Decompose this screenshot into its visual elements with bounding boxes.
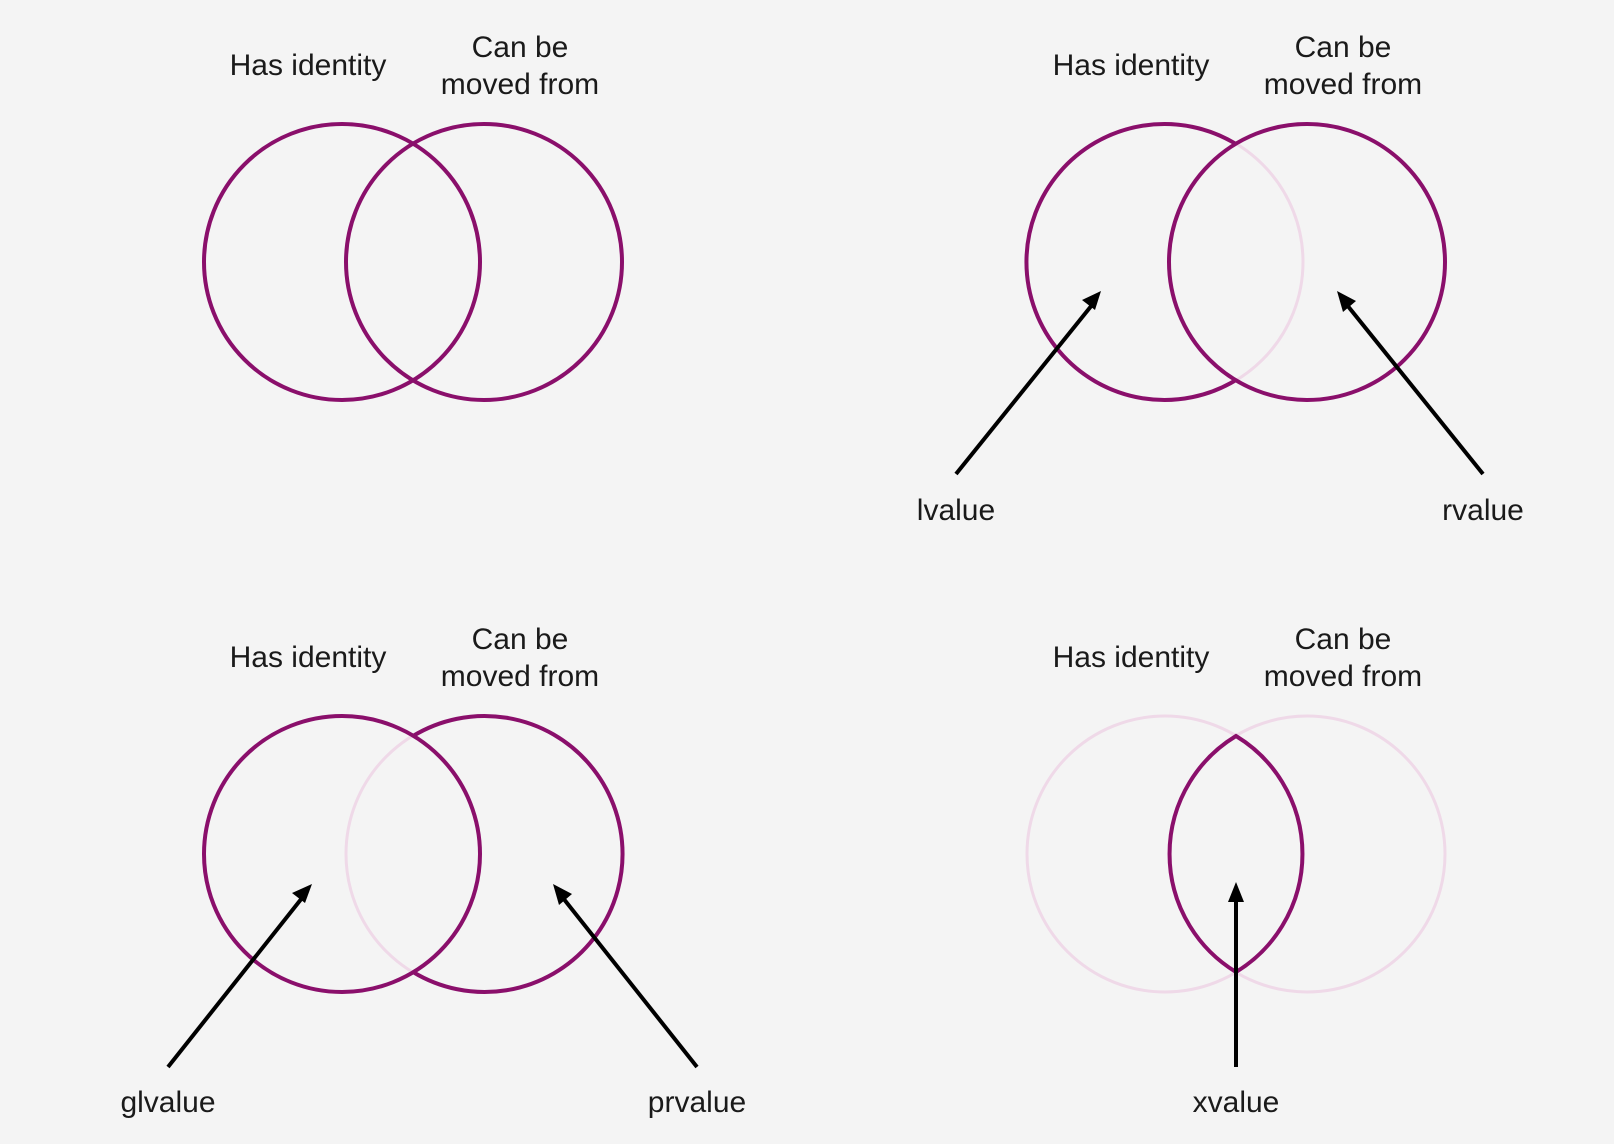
rvalue-region-outline — [1167, 122, 1447, 402]
rvalue-arrowhead — [1337, 291, 1356, 312]
glvalue-region-outline — [202, 714, 482, 994]
has-identity-label: Has identity — [230, 49, 387, 82]
has-identity-label: Has identity — [1053, 641, 1210, 674]
movable-circle — [344, 122, 624, 402]
lvalue-arrowhead — [1082, 291, 1101, 310]
moved-from-label: moved from — [441, 68, 599, 101]
rvalue-arrow — [1345, 303, 1485, 476]
has-identity-label: Has identity — [1053, 49, 1210, 82]
can-be-label: Can be — [1295, 623, 1392, 656]
glvalue-arrowhead — [292, 884, 312, 903]
can-be-label: Can be — [1295, 31, 1392, 64]
can-be-label: Can be — [472, 31, 569, 64]
panel-xvalue: Has identity Can be moved from xvalue — [1025, 623, 1447, 1119]
moved-from-label: moved from — [1264, 660, 1422, 693]
moved-from-label: moved from — [441, 660, 599, 693]
xvalue-arrowhead — [1228, 882, 1244, 902]
has-identity-circle — [202, 122, 482, 402]
prvalue-label: prvalue — [648, 1086, 746, 1119]
panel-both-sets: Has identity Can be moved from — [202, 31, 624, 402]
xvalue-label: xvalue — [1193, 1086, 1280, 1119]
lvalue-label: lvalue — [917, 494, 995, 527]
glvalue-label: glvalue — [120, 1086, 215, 1119]
panel-lvalue-rvalue: Has identity Can be moved from lvalue rv… — [917, 31, 1524, 527]
rvalue-label: rvalue — [1442, 494, 1524, 527]
can-be-label: Can be — [472, 623, 569, 656]
prvalue-region-outline — [411, 714, 625, 994]
lvalue-region-outline — [1024, 122, 1238, 402]
panel-glvalue-prvalue: Has identity Can be moved from glvalue p… — [120, 623, 746, 1119]
has-identity-label: Has identity — [230, 641, 387, 674]
prvalue-arrow — [561, 896, 699, 1069]
lvalue-arrow — [954, 303, 1094, 476]
moved-from-label: moved from — [1264, 68, 1422, 101]
glvalue-arrow — [166, 896, 304, 1069]
prvalue-arrowhead — [553, 884, 572, 905]
